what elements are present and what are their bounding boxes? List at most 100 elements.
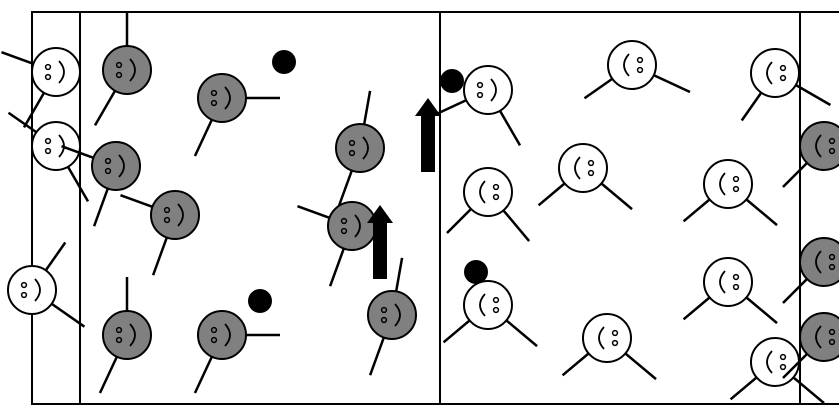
arrow-head <box>415 98 441 116</box>
player-eye <box>828 338 836 346</box>
player-eye <box>732 175 740 183</box>
player-arm <box>1 50 38 67</box>
player-smile <box>815 250 822 274</box>
player-head <box>102 45 152 95</box>
player-arm <box>394 257 404 296</box>
light-player-19 <box>442 280 538 348</box>
player-eye <box>348 139 356 147</box>
light-player-18 <box>464 159 778 284</box>
player-head <box>750 337 800 387</box>
player-head <box>327 201 377 251</box>
player-smile <box>362 136 369 160</box>
player-eye <box>476 91 484 99</box>
ball-icon <box>440 69 464 93</box>
player-smile <box>129 323 136 347</box>
dark-player-24 <box>782 237 839 304</box>
player-arm <box>297 204 334 221</box>
player-eye <box>492 193 500 201</box>
player-leg <box>621 349 657 381</box>
player-smile <box>623 53 630 77</box>
player-smile <box>598 326 605 350</box>
player-arm <box>362 90 372 129</box>
player-eye <box>348 149 356 157</box>
dark-player-10 <box>193 289 280 394</box>
player-smile <box>766 350 773 374</box>
player-head <box>91 141 141 191</box>
player-eye <box>587 159 595 167</box>
player-eye <box>104 157 112 165</box>
player-arm <box>537 179 569 207</box>
player-leg <box>328 244 347 287</box>
light-player-15 <box>740 48 832 122</box>
player-arm <box>740 88 765 122</box>
player-eye <box>44 73 52 81</box>
dark-player-8 <box>120 190 200 276</box>
player-eye <box>779 363 787 371</box>
player-eye <box>828 137 836 145</box>
player-eye <box>732 273 740 281</box>
player-head <box>799 312 839 362</box>
player-head <box>335 123 385 173</box>
player-eye <box>115 61 123 69</box>
player-smile <box>224 86 231 110</box>
player-leg <box>499 206 531 242</box>
player-arm <box>729 373 761 401</box>
light-player-2 <box>7 111 90 203</box>
player-leg <box>193 115 215 157</box>
player-smile <box>129 58 136 82</box>
player-eye <box>104 167 112 175</box>
player-eye <box>210 336 218 344</box>
player-eye <box>210 326 218 334</box>
arrow-shaft <box>421 115 435 172</box>
player-arm <box>7 111 41 136</box>
player-arm <box>782 350 811 379</box>
arrow-shaft <box>373 222 387 279</box>
player-eye <box>587 169 595 177</box>
player-smile <box>58 60 65 84</box>
player-leg <box>47 300 86 328</box>
player-leg <box>193 352 215 394</box>
dark-player-6 <box>61 141 141 227</box>
player-eye <box>779 74 787 82</box>
player-head <box>799 121 839 171</box>
player-arm <box>42 241 67 275</box>
light-player-13 <box>434 65 522 147</box>
player-arm <box>446 205 475 234</box>
player-eye <box>20 281 28 289</box>
player-eye <box>163 206 171 214</box>
dark-player-5 <box>193 50 296 157</box>
player-smile <box>479 293 486 317</box>
player-head <box>558 143 608 193</box>
player-eye <box>636 56 644 64</box>
player-smile <box>394 303 401 327</box>
player-head <box>102 310 152 360</box>
player-smile <box>574 156 581 180</box>
player-arm <box>682 293 714 321</box>
light-player-14 <box>583 40 691 100</box>
player-eye <box>828 263 836 271</box>
player-eye <box>732 185 740 193</box>
player-eye <box>732 283 740 291</box>
player-head <box>463 280 513 330</box>
player-head <box>463 65 513 115</box>
player-head <box>703 159 753 209</box>
ball-icon <box>272 50 296 74</box>
player-arm <box>561 349 593 377</box>
player-eye <box>44 147 52 155</box>
player-eye <box>163 216 171 224</box>
ball-icon <box>248 289 272 313</box>
player-arm <box>442 316 474 344</box>
player-eye <box>20 291 28 299</box>
player-smile <box>490 78 497 102</box>
dark-player-7 <box>335 90 385 209</box>
player-leg <box>64 162 90 203</box>
dark-player-12 <box>367 257 417 376</box>
player-head <box>582 313 632 363</box>
players-layer <box>1 12 839 405</box>
player-eye <box>340 227 348 235</box>
player-arm <box>120 193 157 210</box>
player-eye <box>611 339 619 347</box>
player-eye <box>380 306 388 314</box>
